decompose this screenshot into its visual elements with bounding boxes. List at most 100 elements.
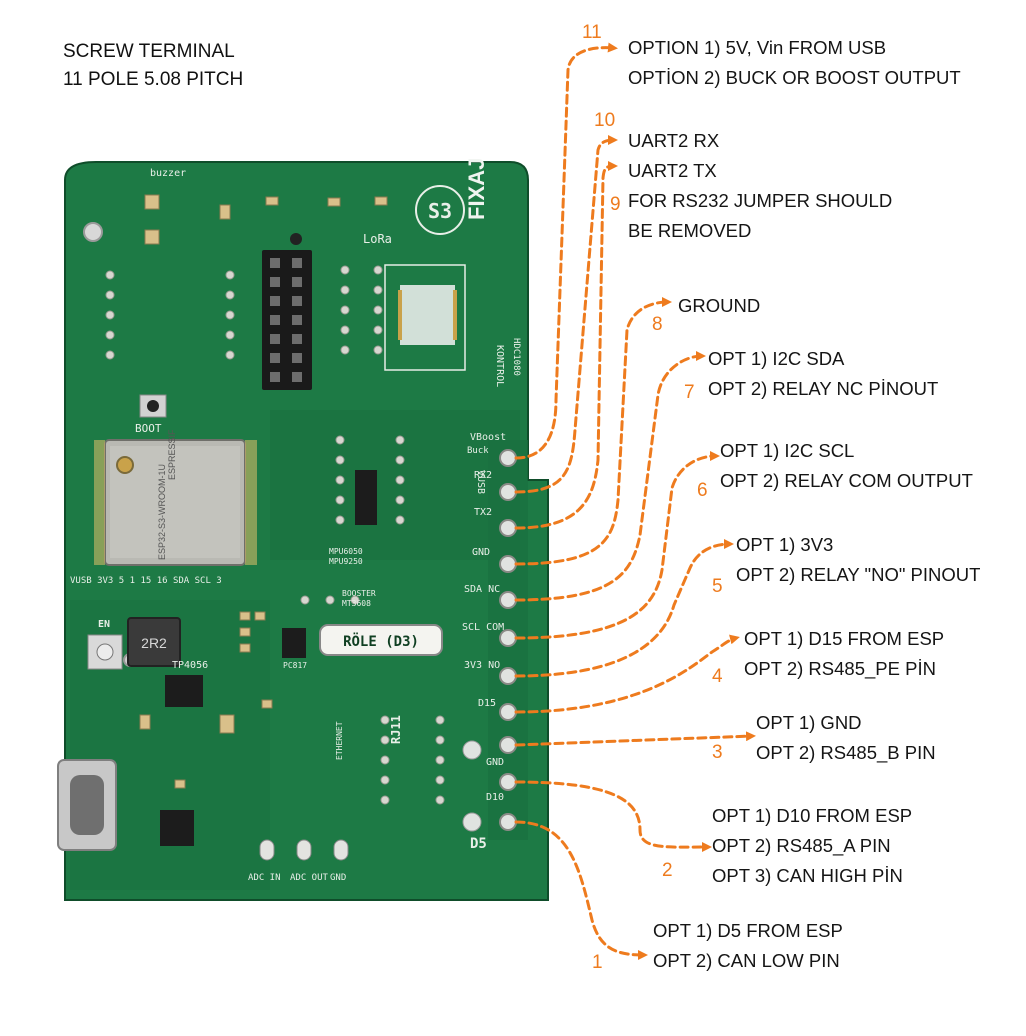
pin-number-5: 5 — [712, 576, 723, 597]
pin-label-2: OPT 1) D10 FROM ESP OPT 2) RS485_A PIN O… — [712, 805, 913, 886]
bottom-label-adc-out: ADC OUT — [290, 873, 329, 883]
header-pins — [262, 233, 312, 390]
svg-text:TX2: TX2 — [474, 507, 492, 518]
terminal-pad-2 — [499, 773, 517, 791]
pin-label-4: OPT 1) D15 FROM ESP OPT 2) RS485_PE PİN — [744, 628, 945, 679]
pin-label-1: OPT 1) D5 FROM ESP OPT 2) CAN LOW PIN — [653, 920, 843, 971]
boot-button: BOOT — [135, 394, 167, 435]
terminal-label-1: D5 — [470, 836, 487, 852]
svg-text:D5: D5 — [470, 836, 487, 852]
svg-text:LoRa: LoRa — [363, 232, 392, 246]
svg-text:S3: S3 — [428, 199, 452, 223]
svg-text:2R2: 2R2 — [141, 635, 167, 651]
svg-text:GND: GND — [486, 757, 504, 768]
svg-text:GND: GND — [330, 873, 346, 883]
bottom-label-gnd: GND — [330, 873, 346, 883]
header-line-1: SCREW TERMINAL — [63, 41, 235, 62]
pin-number-10: 10 — [594, 110, 616, 131]
svg-text:ADC OUT: ADC OUT — [290, 873, 329, 883]
terminal-pad-7 — [499, 591, 517, 609]
terminal-label-3: GND — [486, 757, 504, 768]
regulator-chip — [160, 810, 194, 846]
svg-text:MPU9250: MPU9250 — [329, 557, 363, 566]
mpu-chip — [355, 470, 377, 525]
pin-label-6: OPT 1) I2C SCL OPT 2) RELAY COM OUTPUT — [720, 440, 973, 491]
pin-number-7: 7 — [684, 382, 695, 403]
terminal-label-5: 3V3 NO — [464, 660, 500, 671]
pin-number-4: 4 — [712, 666, 723, 687]
module-name: ESP32-S3-WROOM-1U — [157, 464, 167, 560]
terminal-label-2: D10 — [486, 792, 504, 803]
tp4056-chip — [165, 675, 203, 707]
bottom-label-adc-in: ADC IN — [248, 873, 281, 883]
leader-arrow-2 — [514, 780, 712, 853]
terminal-pad-3 — [499, 736, 517, 754]
header-title: SCREW TERMINAL 11 POLE 5.08 PITCH — [63, 38, 243, 94]
terminal-pad-10 — [499, 483, 517, 501]
terminal-label-9: TX2 — [474, 507, 492, 518]
pin-label-5: OPT 1) 3V3 OPT 2) RELAY "NO" PINOUT — [736, 534, 981, 585]
terminal-label-10: RX2 — [474, 470, 492, 481]
leader-arrow-1 — [514, 820, 648, 960]
svg-text:SCL COM: SCL COM — [462, 622, 504, 633]
leader-arrow-11 — [514, 42, 618, 460]
terminal-pad-1 — [499, 813, 517, 831]
svg-text:buzzer: buzzer — [150, 168, 186, 179]
brand-logo: FIXAJ — [464, 158, 489, 220]
leader-arrow-6 — [514, 451, 720, 640]
pin-label-11: OPTION 1) 5V, Vin FROM USB OPTİON 2) BUC… — [628, 37, 961, 88]
svg-text:VUSB: VUSB — [475, 470, 486, 494]
svg-text:ESP32-S3-WROOM-1U: ESP32-S3-WROOM-1U — [157, 464, 167, 560]
svg-text:BOOT: BOOT — [135, 422, 162, 435]
leader-arrow-4 — [514, 634, 740, 714]
svg-text:TP4056: TP4056 — [172, 660, 208, 671]
terminal-label-8: GND — [472, 547, 490, 558]
terminal-pad-5 — [499, 667, 517, 685]
pin-number-1: 1 — [592, 952, 603, 973]
svg-text:ADC IN: ADC IN — [248, 873, 281, 883]
terminal-pad-4 — [499, 703, 517, 721]
pin-number-9: 9 — [610, 194, 621, 215]
pin-label-8: GROUND — [678, 295, 761, 316]
svg-text:KONTROL: KONTROL — [494, 345, 505, 387]
pin-number-6: 6 — [697, 480, 708, 501]
svg-text:3V3 NO: 3V3 NO — [464, 660, 500, 671]
terminal-label-6: SCL COM — [462, 622, 504, 633]
svg-text:RX2: RX2 — [474, 470, 492, 481]
leader-arrow-5 — [514, 539, 734, 678]
svg-text:D15: D15 — [478, 698, 496, 709]
pin-label-3: OPT 1) GND OPT 2) RS485_B PIN — [756, 712, 936, 763]
svg-text:Buck: Buck — [467, 446, 489, 456]
leader-arrow-10 — [514, 135, 618, 494]
terminal-pad-8 — [499, 555, 517, 573]
svg-text:HDC1080: HDC1080 — [511, 338, 521, 376]
leader-arrow-7 — [514, 351, 706, 602]
svg-text:FIXAJ: FIXAJ — [464, 158, 489, 220]
pin-number-11: 11 — [582, 22, 602, 43]
optocoupler-chip — [282, 628, 306, 658]
pin-label-10: UART2 RX — [628, 130, 720, 151]
svg-text:ESPRESSIF: ESPRESSIF — [167, 429, 177, 480]
mounting-hole — [83, 222, 103, 242]
usb-c-connector — [57, 759, 117, 851]
svg-text:RÖLE (D3): RÖLE (D3) — [343, 632, 419, 650]
svg-text:VUSB 3V3 5 1 15 16 SDA SCL 3: VUSB 3V3 5 1 15 16 SDA SCL 3 — [70, 576, 222, 586]
chip-vendor: ESPRESSIF — [167, 429, 177, 480]
pin-label-9: UART2 TX FOR RS232 JUMPER SHOULD BE REMO… — [628, 160, 893, 241]
svg-text:GND: GND — [472, 547, 490, 558]
svg-text:SDA NC: SDA NC — [464, 584, 500, 595]
terminal-label-7: SDA NC — [464, 584, 500, 595]
leader-arrow-8 — [514, 297, 672, 566]
terminal-pad-11 — [499, 449, 517, 467]
lora-footprint: LoRa — [363, 232, 466, 371]
pin-number-3: 3 — [712, 742, 723, 763]
s3-logo: S3 — [415, 185, 465, 235]
svg-text:EN: EN — [98, 619, 110, 630]
inductor: 2R2 — [127, 617, 181, 667]
relay: RÖLE (D3) — [319, 624, 443, 656]
svg-text:MT3608: MT3608 — [342, 599, 371, 608]
en-button — [87, 634, 123, 670]
esp32-module: ESPRESSIF ESP32-S3-WROOM-1U — [94, 429, 257, 566]
leader-arrow-9 — [514, 161, 618, 530]
header-line-2: 11 POLE 5.08 PITCH — [63, 69, 244, 90]
